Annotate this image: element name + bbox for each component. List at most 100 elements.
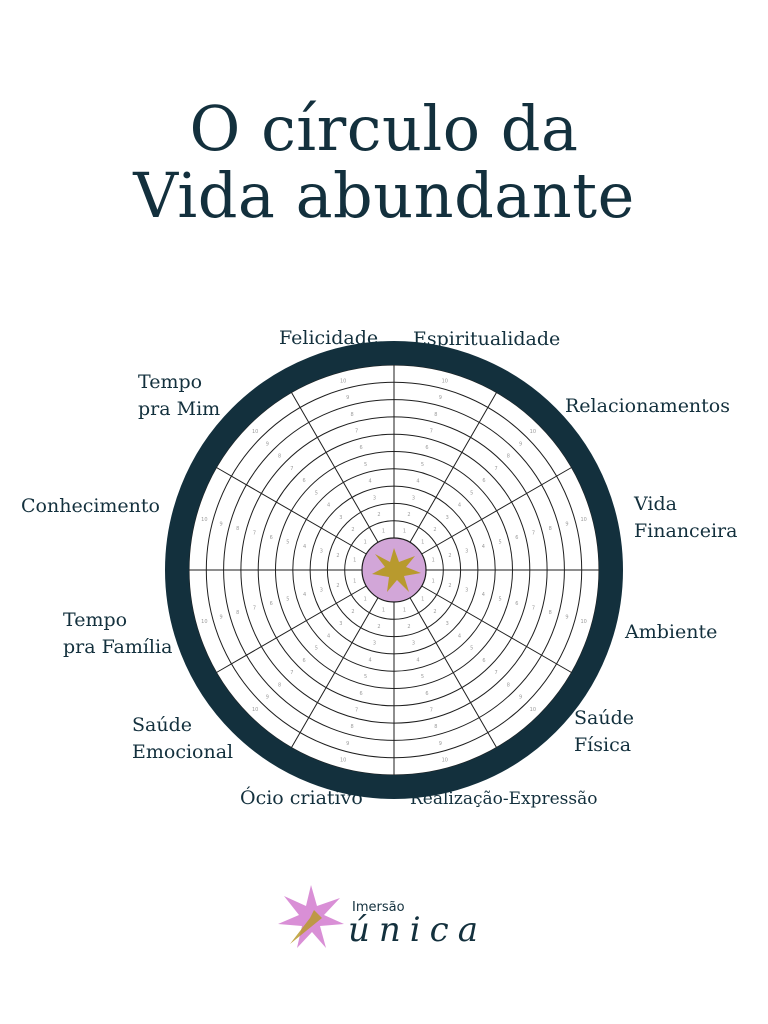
wheel-scale-number: 3: [412, 495, 415, 501]
page-title-line-2: Vida abundante: [133, 159, 635, 232]
wheel-scale-number: 4: [458, 633, 461, 639]
wheel-spoke-3: [421, 467, 572, 555]
wheel-scale-number: 3: [339, 515, 342, 521]
wheel-scale-number: 1: [403, 529, 406, 535]
label-saude-fisica: Saúde Física: [574, 707, 634, 756]
wheel-scale-number: 10: [530, 707, 536, 713]
wheel-scale-number: 9: [346, 395, 349, 401]
wheel-scale-number: 7: [355, 428, 358, 434]
wheel-spoke-12: [291, 392, 379, 543]
wheel-scale-number: 10: [442, 758, 448, 764]
wheel-scale-number: 2: [433, 609, 436, 615]
wheel-scale-number: 9: [519, 441, 522, 447]
wheel-spoke-11: [216, 467, 367, 555]
wheel-scale-number: 6: [482, 658, 485, 664]
wheel-scale-number: 4: [368, 657, 371, 663]
wheel-scale-number: 10: [252, 707, 258, 713]
wheel-scale-number: 5: [421, 674, 424, 680]
wheel-scale-number: 10: [530, 429, 536, 435]
wheel-scale-number: 9: [346, 741, 349, 747]
wheel-scale-number: 8: [507, 454, 510, 460]
wheel-scale-number: 5: [421, 462, 424, 468]
wheel-scale-number: 2: [351, 527, 354, 533]
wheel-scale-number: 6: [515, 601, 518, 607]
label-tempo-pra-mim: Tempo pra Mim: [138, 371, 221, 420]
wheel-scale-number: 3: [465, 587, 468, 593]
wheel-scale-number: 5: [364, 462, 367, 468]
wheel-scale-number: 4: [482, 544, 485, 550]
wheel-scale-number: 4: [303, 592, 306, 598]
label-vida-financeira: Vida Financeira: [634, 493, 738, 542]
wheel-scale-number: 8: [351, 412, 354, 418]
wheel-scale-number: 5: [470, 646, 473, 652]
wheel-scale-number: 1: [432, 557, 435, 563]
wheel-scale-number: 2: [351, 609, 354, 615]
wheel-scale-number: 2: [407, 624, 410, 630]
wheel-scale-number: 10: [252, 429, 258, 435]
wheel-scale-number: 8: [351, 724, 354, 730]
wheel-scale-number: 9: [266, 695, 269, 701]
wheel-scale-number: 8: [236, 526, 239, 532]
wheel-scale-number: 1: [353, 557, 356, 563]
label-ocio-criativo: Ócio criativo: [240, 787, 363, 809]
wheel-scale-number: 6: [425, 691, 428, 697]
wheel-scale-number: 1: [364, 597, 367, 603]
wheel-scale-number: 4: [303, 544, 306, 550]
wheel-scale-number: 10: [201, 619, 207, 625]
wheel-scale-number: 8: [236, 610, 239, 616]
label-relacionamentos: Relacionamentos: [565, 395, 730, 417]
wheel-scale-number: 9: [439, 395, 442, 401]
wheel-scale-number: 4: [458, 503, 461, 509]
label-realizacao-expressao: Realização-Expressão: [410, 789, 598, 809]
wheel-scale-number: 9: [519, 695, 522, 701]
wheel-scale-number: 3: [373, 495, 376, 501]
wheel-scale-number: 8: [434, 724, 437, 730]
wheel-scale-number: 4: [416, 479, 419, 485]
wheel-scale-number: 2: [336, 553, 339, 559]
wheel-spoke-6: [409, 597, 497, 748]
wheel-scale-number: 6: [302, 478, 305, 484]
wheel-scale-number: 9: [565, 522, 568, 528]
wheel-scale-number: 2: [377, 512, 380, 518]
logo-text-big: única: [348, 910, 487, 950]
outer-ring: [165, 341, 623, 799]
label-saude-emocional: Saúde Emocional: [132, 714, 234, 763]
wheel-scale-number: 7: [290, 466, 293, 472]
wheel-scale-number: 3: [320, 587, 323, 593]
wheel-scale-number: 6: [270, 601, 273, 607]
wheel-scale-number: 10: [340, 378, 346, 384]
wheel-scale-number: 10: [340, 758, 346, 764]
wheel-scale-number: 10: [580, 517, 586, 523]
brand-logo: Imersão única: [276, 882, 506, 952]
wheel-scale-number: 8: [549, 610, 552, 616]
wheel-scale-number: 2: [407, 512, 410, 518]
wheel-scale-number: 7: [532, 531, 535, 537]
wheel-scale-number: 10: [201, 517, 207, 523]
wheel-scale-number: 4: [482, 592, 485, 598]
wheel-scale-number: 5: [364, 674, 367, 680]
wheel-scale-number: 5: [286, 596, 289, 602]
wheel-scale-number: 1: [432, 579, 435, 585]
wheel-scale-number: 5: [315, 646, 318, 652]
page-title-line-1: O círculo da: [189, 92, 579, 165]
wheel-scale-number: 1: [421, 597, 424, 603]
wheel-scale-number: 7: [253, 531, 256, 537]
wheel-scale-number: 9: [219, 522, 222, 528]
wheel-scale-number: 2: [448, 553, 451, 559]
wheel-scale-number: 4: [416, 657, 419, 663]
wheel-scale-number: 3: [446, 515, 449, 521]
wheel-scale-number: 6: [359, 445, 362, 451]
label-ambiente: Ambiente: [625, 621, 718, 643]
wheel-scale-number: 7: [532, 605, 535, 611]
wheel-scale-number: 10: [442, 378, 448, 384]
logo-text-small: Imersão: [352, 900, 405, 915]
wheel-scale-number: 1: [403, 607, 406, 613]
wheel-scale-number: 4: [327, 633, 330, 639]
wheel-scale-number: 8: [278, 682, 281, 688]
wheel-scale-number: 6: [482, 478, 485, 484]
wheel-scale-number: 7: [253, 605, 256, 611]
wheel-scale-number: 6: [302, 658, 305, 664]
wheel-scale-number: 6: [425, 445, 428, 451]
wheel-scale-number: 8: [549, 526, 552, 532]
